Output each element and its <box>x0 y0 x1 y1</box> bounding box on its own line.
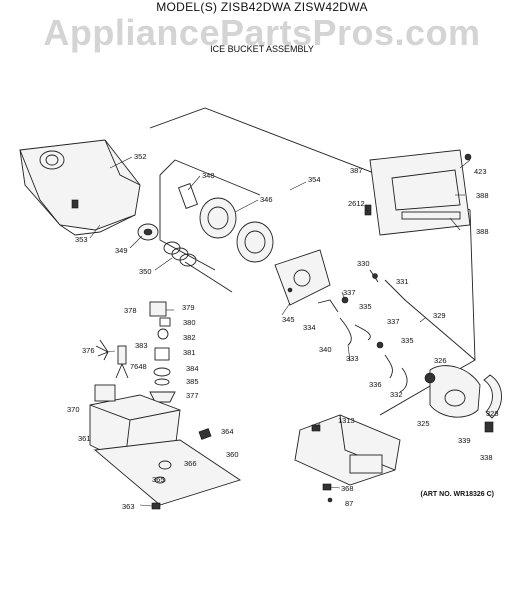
callout-leaders <box>89 156 471 507</box>
callout-338: 338 <box>480 453 493 462</box>
callout-384: 384 <box>186 364 199 373</box>
callout-361: 361 <box>78 434 91 443</box>
callout-331: 331 <box>396 277 409 286</box>
callout-labels: 352 353 348 346 349 350 354 387 423 388 … <box>67 152 499 511</box>
assembly-title: ICE BUCKET ASSEMBLY <box>210 44 314 54</box>
callout-87: 87 <box>345 499 353 508</box>
callout-1313: 1313 <box>338 416 355 425</box>
callout-363: 363 <box>122 502 135 511</box>
callout-325: 325 <box>417 419 430 428</box>
model-title: MODEL(S) ZISB42DWA ZISW42DWA <box>156 0 368 14</box>
callout-334: 334 <box>303 323 316 332</box>
callout-364: 364 <box>221 427 234 436</box>
callout-381: 381 <box>183 348 196 357</box>
control-box <box>89 384 242 510</box>
callout-354: 354 <box>308 175 321 184</box>
callout-336: 336 <box>369 380 382 389</box>
callout-348: 348 <box>202 171 215 180</box>
callout-349: 349 <box>115 246 128 255</box>
auger-assembly <box>159 159 274 271</box>
callout-329: 329 <box>433 311 446 320</box>
callout-340: 340 <box>319 345 332 354</box>
callout-346: 346 <box>260 195 273 204</box>
art-number: (ART NO. WR18326 C) <box>420 491 494 498</box>
callout-335-top: 335 <box>359 302 372 311</box>
linkage-rods <box>369 269 476 361</box>
callout-339: 339 <box>458 436 471 445</box>
solenoid-assembly <box>149 301 176 403</box>
callout-388-bottom: 388 <box>476 227 489 236</box>
cam-linkages <box>317 296 408 393</box>
callout-333: 333 <box>346 354 359 363</box>
callout-7648: 7648 <box>130 362 147 371</box>
callout-350: 350 <box>139 267 152 276</box>
callout-383: 383 <box>135 341 148 350</box>
callout-382: 382 <box>183 333 196 342</box>
callout-366: 366 <box>184 459 197 468</box>
callout-345: 345 <box>282 315 295 324</box>
callout-379: 379 <box>182 303 195 312</box>
wire-harness <box>95 339 129 379</box>
watermark-text: AppliancePartsPros.com <box>43 12 481 53</box>
callout-328: 328 <box>486 409 499 418</box>
callout-352: 352 <box>134 152 147 161</box>
callout-378: 378 <box>124 306 137 315</box>
ice-maker <box>294 414 401 503</box>
mounting-plate <box>274 249 331 306</box>
dispenser-door <box>364 149 472 236</box>
motor-housing <box>424 365 502 433</box>
callout-332: 332 <box>390 390 403 399</box>
callout-368: 368 <box>341 484 354 493</box>
callout-2612: 2612 <box>348 199 365 208</box>
callout-337-bottom: 337 <box>387 317 400 326</box>
callout-380: 380 <box>183 318 196 327</box>
callout-335-bottom: 335 <box>401 336 414 345</box>
callout-337-top: 337 <box>343 288 356 297</box>
callout-365: 365 <box>152 475 165 484</box>
ice-bucket <box>19 139 141 236</box>
callout-423: 423 <box>474 167 487 176</box>
callout-370: 370 <box>67 405 80 414</box>
callout-388-top: 388 <box>476 191 489 200</box>
callout-330: 330 <box>357 259 370 268</box>
callout-376: 376 <box>82 346 95 355</box>
callout-377: 377 <box>186 391 199 400</box>
callout-387: 387 <box>350 166 363 175</box>
callout-353: 353 <box>75 235 88 244</box>
callout-385: 385 <box>186 377 199 386</box>
drive-spring <box>137 223 233 293</box>
callout-360: 360 <box>226 450 239 459</box>
callout-326: 326 <box>434 356 447 365</box>
